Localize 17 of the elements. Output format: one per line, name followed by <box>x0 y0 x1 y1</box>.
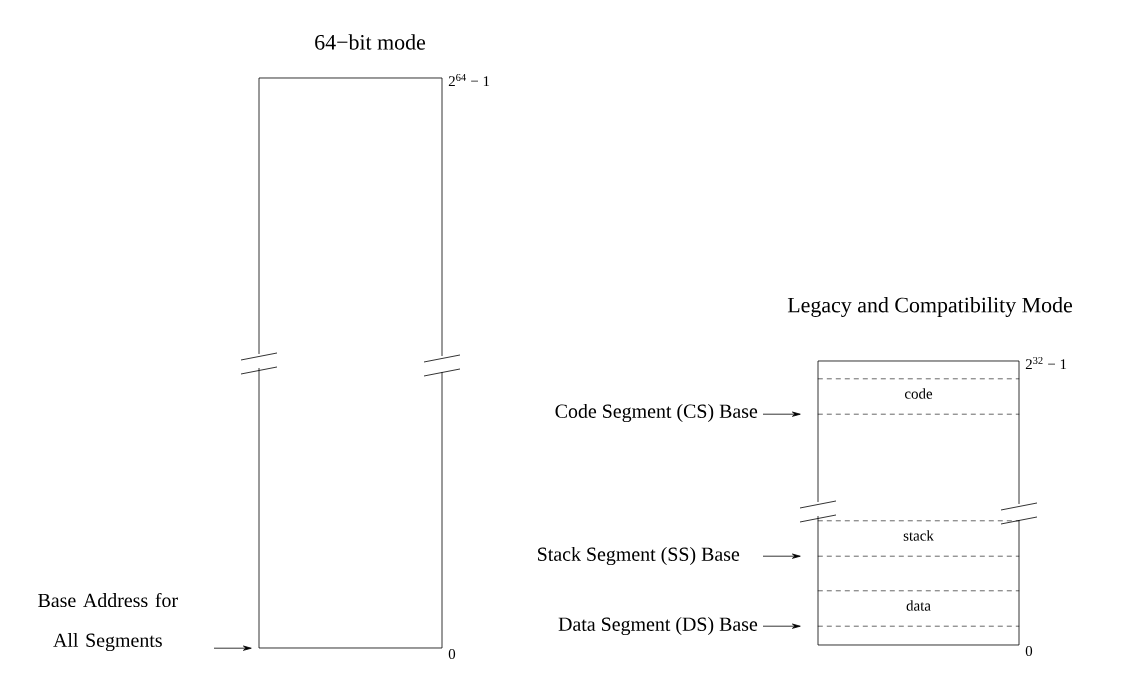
segment-band: data <box>817 590 1020 627</box>
arrow <box>762 411 801 417</box>
segment-band: code <box>817 378 1020 415</box>
segment-label: Stack Segment (SS) Base <box>538 546 740 566</box>
segment-label: Base Address for All Segments <box>38 592 178 652</box>
arrow <box>762 553 801 559</box>
box-heading: Legacy and Compatibility Mode <box>787 297 1072 317</box>
box-heading: 64−bit mode <box>315 34 426 50</box>
address-label: 0 <box>1025 645 1033 657</box>
address-label: 2$^{32}$ − 1 <box>1025 356 1067 370</box>
segment-label: Code Segment (CS) Base <box>555 403 758 423</box>
address-label: 2$^{64}$ − 1 <box>448 73 490 87</box>
segment-band: stack <box>817 520 1020 557</box>
arrow <box>762 623 801 629</box>
segment-label: Data Segment (DS) Base <box>558 616 758 636</box>
address-label: 0 <box>448 648 456 660</box>
arrow <box>213 645 252 651</box>
